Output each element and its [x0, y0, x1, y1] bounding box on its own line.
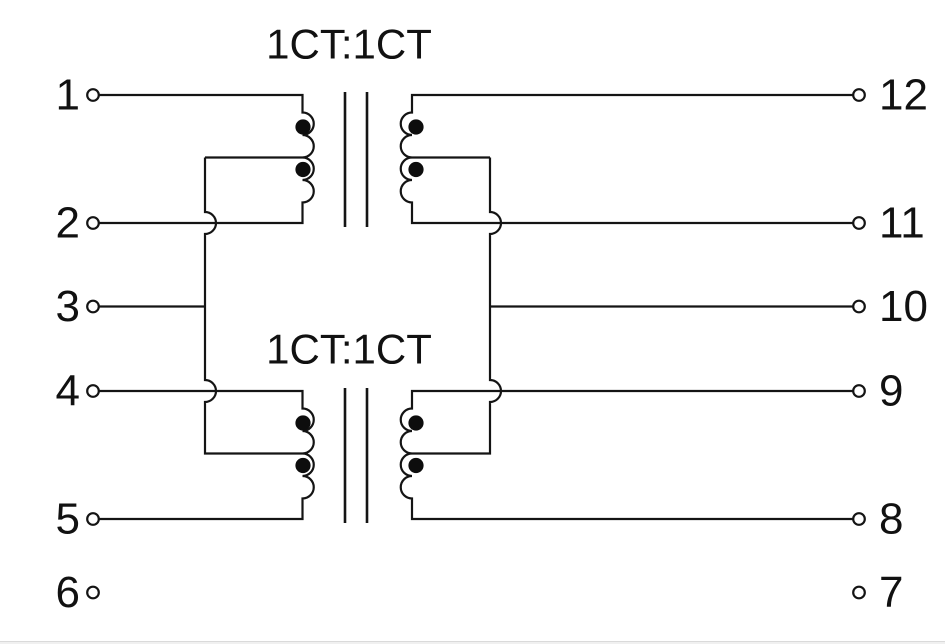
footer-divider-line [0, 641, 945, 643]
pin-9-terminal [852, 384, 866, 398]
pin-5-label: 5 [56, 495, 80, 544]
top-transformer-secondary-winding [399, 93, 853, 225]
pin-1-terminal [86, 88, 100, 102]
pin-4-label: 4 [56, 367, 80, 416]
pin-10-label: 10 [879, 282, 928, 331]
bottom-transformer-primary-winding [99, 389, 315, 521]
pin-8-terminal [852, 512, 866, 526]
polarity-dot-bottom-primary-2 [295, 457, 311, 474]
pin-9-label: 9 [879, 367, 903, 416]
polarity-dot-top-primary-2 [295, 161, 311, 178]
pin-11-terminal [852, 216, 866, 230]
pin-7-label: 7 [879, 568, 903, 617]
pin-2-label: 2 [56, 199, 80, 248]
polarity-dot-top-secondary-2 [408, 161, 424, 178]
polarity-dot-bottom-secondary-1 [408, 415, 424, 431]
pin-12-terminal [852, 88, 866, 102]
turns-ratio-label-top: 1CT:1CT [266, 21, 432, 68]
center-tap-bus-right-with-hops [412, 157, 503, 455]
polarity-dot-top-primary-1 [295, 119, 311, 135]
pin-1-label: 1 [56, 71, 80, 120]
pin-8-label: 8 [879, 495, 903, 544]
pin-12-label: 12 [879, 71, 928, 120]
footer-strip [0, 642, 945, 644]
center-tap-bus-left-with-hops [203, 157, 303, 455]
pin-11-label: 11 [879, 199, 925, 248]
pin-6-label: 6 [56, 568, 80, 617]
top-transformer-primary-winding [99, 93, 315, 225]
pin-2-terminal [86, 216, 100, 230]
pin-10-terminal [852, 299, 866, 314]
turns-ratio-label-bottom: 1CT:1CT [266, 326, 432, 373]
pin-6-terminal [86, 585, 100, 600]
polarity-dot-bottom-secondary-2 [408, 457, 424, 474]
pin-3-label: 3 [56, 282, 80, 331]
polarity-dot-top-secondary-1 [408, 119, 424, 135]
pin-3-terminal [86, 299, 100, 314]
pin-4-terminal [86, 384, 100, 398]
bottom-transformer-secondary-winding [399, 389, 853, 521]
pin-7-terminal [852, 585, 866, 600]
polarity-dot-bottom-primary-1 [295, 415, 311, 431]
pin-5-terminal [86, 512, 100, 526]
